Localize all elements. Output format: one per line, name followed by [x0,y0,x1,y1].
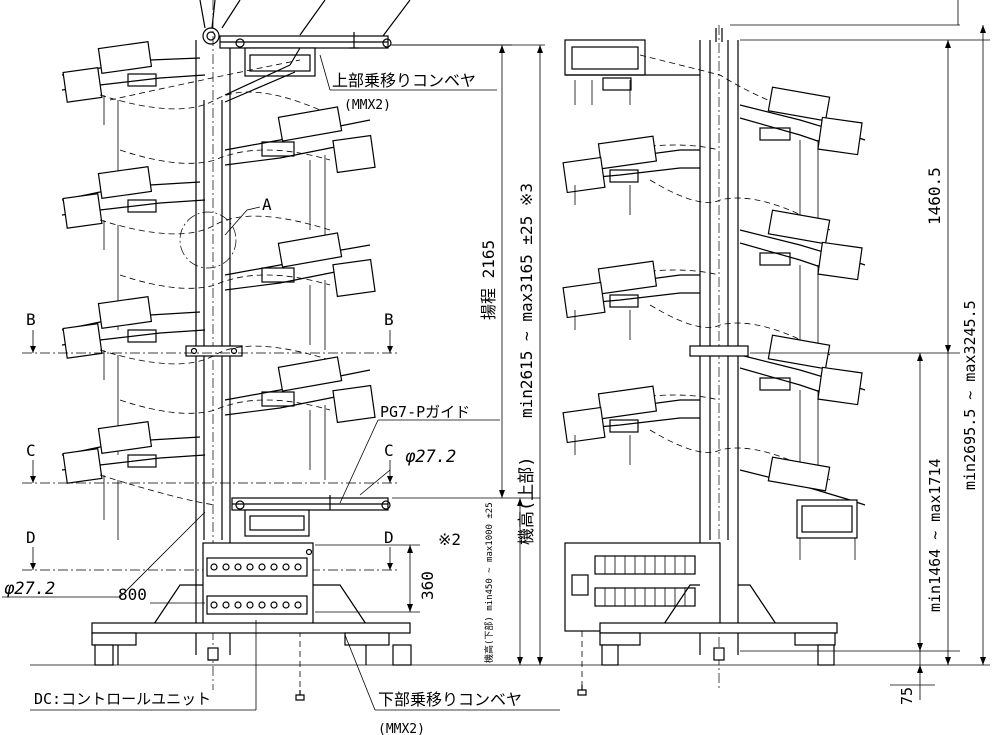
lower-conveyor-model: (MMX2) [378,722,425,735]
guide-label: PG7-Pガイド [380,403,470,421]
spiral-level-4 [119,232,376,350]
spiral-level-2 [119,106,376,240]
upper-conveyor-label: 上部乗移りコンベヤ [332,71,476,90]
right-spiral-levels [562,39,866,560]
dim-800-label: 800 [118,585,147,604]
right-view [562,0,990,700]
right-level-1 [564,39,821,121]
section-arrows [30,330,393,570]
spiral-level-1 [61,40,321,195]
detail-a-label: A [262,195,272,214]
section-b-right: B [384,310,394,329]
section-d-right: D [384,528,394,547]
right-control-terminals [571,555,696,607]
section-d-left: D [26,528,36,547]
phi-upper-label: φ27.2 [405,447,456,467]
upper-conveyor-model: (MMX2) [344,98,391,113]
note-2-label: ※2 [438,530,461,549]
lower-conveyor-label: 下部乗移りコンベヤ [378,690,522,709]
right-level-7 [562,385,831,481]
machine-height-lower-label: 機高(下部) min450 ~ max1000 ±25 [483,502,495,663]
dim-75-label: 75 [898,687,916,705]
dim-range-upper-right-label: min2695.5 ~ max3245.5 [961,300,979,490]
dim-1460-5-label: 1460.5 [925,167,944,225]
right-level-5 [562,260,831,356]
phi-lower-label: φ27.2 [4,579,55,599]
right-level-2 [619,86,866,235]
section-c-left: C [26,441,36,460]
spiral-level-5 [61,295,331,455]
control-unit-label: DC:コントロールユニット [34,690,211,708]
section-b-left: B [26,310,36,329]
machine-height-upper-label: 機高(上部) [517,457,537,545]
spiral-level-6 [119,356,376,480]
spiral-level-3 [61,165,331,330]
dim-360-label: 360 [418,571,437,600]
right-level-3 [562,135,831,231]
right-level-8 [739,456,866,560]
left-view [2,0,990,711]
left-spiral-levels [61,40,376,540]
lift-height-label: 揚程 2165 [479,240,498,320]
right-level-4 [619,209,866,355]
dim-range-lower-right-label: min1464 ~ max1714 [926,458,944,612]
spiral-level-7 [61,420,216,540]
control-unit-terminals [206,548,313,615]
lift-range-label: min2615 ~ max3165 ±25 ※3 [517,183,536,418]
right-level-6 [619,334,866,480]
section-c-right: C [384,441,394,460]
annotation-labels: 上部乗移りコンベヤ (MMX2) A B B C C D D PG7-Pガイド … [4,71,979,735]
